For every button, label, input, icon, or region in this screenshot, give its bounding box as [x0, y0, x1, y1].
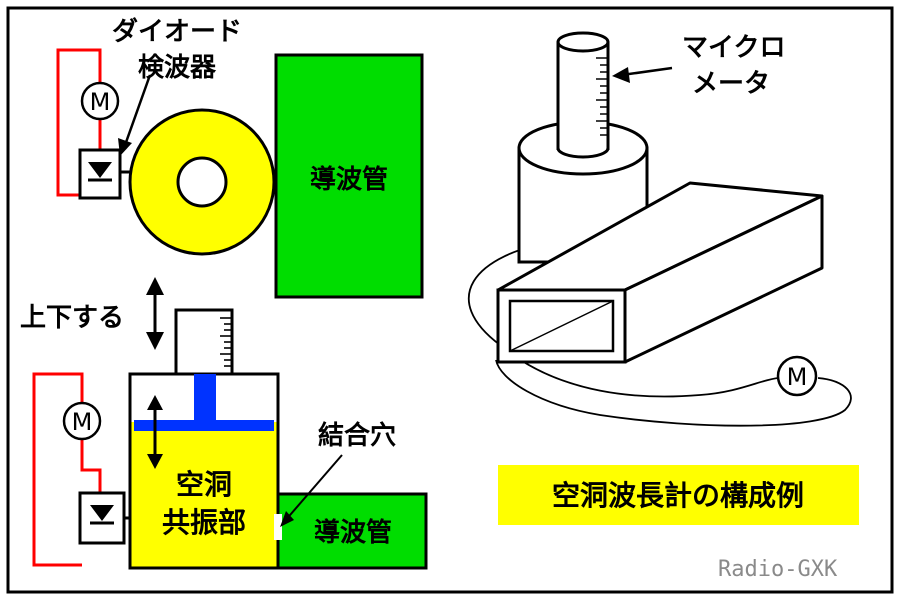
bottom-red-wire	[32, 372, 84, 567]
right-meter-icon	[776, 355, 818, 397]
bottom-cavity-assembly: M 空洞 共振部	[32, 308, 428, 570]
diode-pointer-arrowhead	[118, 138, 132, 156]
move-indicator: 上下する	[20, 277, 164, 350]
wavemeter-3d: M マイクロ メータ	[467, 31, 852, 427]
coupling-hole-pointer	[283, 454, 343, 523]
diode-pointer-line	[122, 74, 152, 149]
move-up-down-label: 上下する	[20, 303, 124, 333]
plunger-rod	[194, 374, 216, 424]
credit-text: Radio-GXK	[718, 557, 838, 582]
micrometer-scale	[596, 57, 608, 136]
example-title: 空洞波長計の構成例	[552, 479, 804, 512]
title-banner	[498, 465, 859, 525]
top-detector-assembly: M 導波管 ダイオード 検波器	[56, 16, 424, 299]
coupling-hole	[274, 514, 282, 540]
diode-detector-label-line2: 検波器	[138, 53, 217, 83]
micrometer-shaft-bottom	[556, 147, 610, 159]
top-meter-icon	[80, 81, 120, 121]
top-waveguide-label: 導波管	[310, 164, 388, 195]
plunger-plate	[134, 420, 274, 431]
bottom-red-wire-lower	[80, 438, 102, 493]
plunger-arrow-down-head	[147, 454, 163, 469]
bottom-micrometer-scale	[220, 317, 232, 367]
micrometer-shaft-top	[556, 31, 610, 53]
top-waveguide	[274, 53, 424, 299]
cavity-label-line1: 空洞	[176, 468, 232, 501]
micrometer-label-line2: メータ	[692, 69, 770, 99]
top-ring-hole	[176, 156, 228, 208]
top-diode-icon	[88, 162, 112, 178]
plunger-arrow-up-head	[147, 395, 163, 410]
micrometer-arrowhead	[612, 67, 630, 83]
move-arrow-down-head	[146, 332, 164, 350]
bottom-diode-icon	[90, 505, 114, 521]
micrometer-shaft-fill	[558, 42, 608, 148]
coupling-hole-arrowhead	[280, 511, 294, 527]
cavity-label-line2: 共振部	[162, 506, 246, 539]
top-meter-symbol: M	[90, 88, 111, 116]
micrometer-pointer	[621, 66, 673, 77]
right-meter-symbol: M	[787, 363, 808, 391]
bottom-meter-icon	[62, 401, 102, 441]
bottom-meter-symbol: M	[72, 408, 93, 436]
micrometer-label-line1: マイクロ	[682, 33, 785, 63]
bottom-waveguide-label: 導波管	[314, 517, 392, 548]
bottom-micrometer-stem	[174, 308, 234, 377]
diode-detector-label-line1: ダイオード	[112, 16, 242, 47]
waveguide-opening-diagonal	[509, 300, 614, 352]
meter-cable-left	[467, 239, 779, 398]
coupling-hole-label: 結合穴	[318, 420, 396, 451]
move-arrow-up-head	[146, 277, 164, 295]
meter-cable-right	[495, 359, 852, 427]
top-red-wire	[56, 48, 102, 197]
